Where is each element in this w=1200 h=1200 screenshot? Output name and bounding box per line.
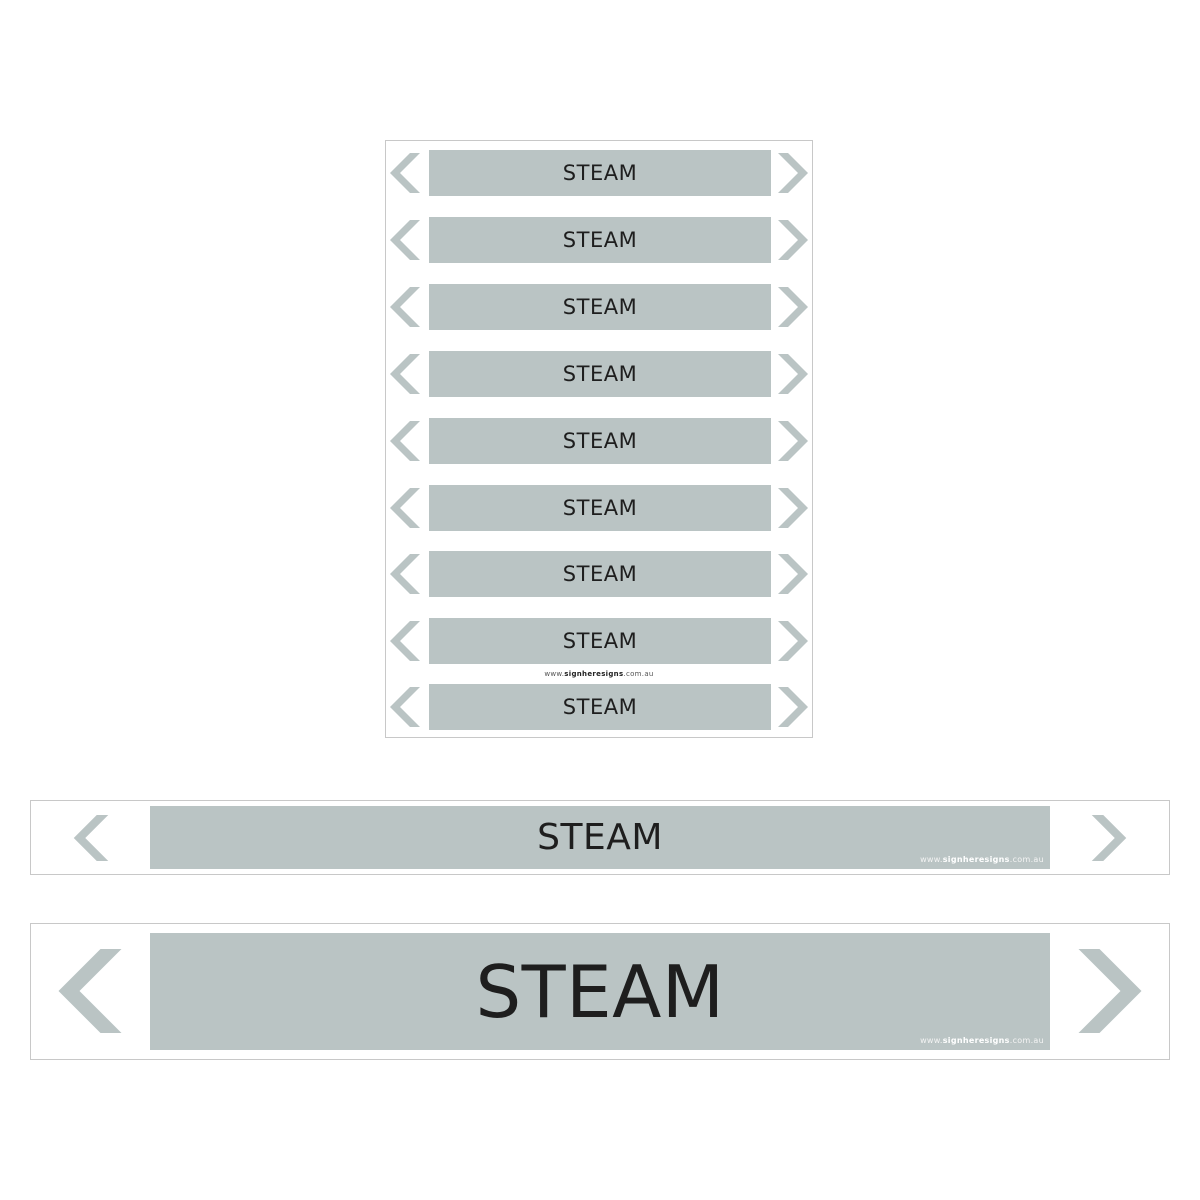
chevron-left-icon <box>390 354 420 394</box>
chevron-left-icon <box>390 621 420 661</box>
sheet-label-row: STEAM <box>386 217 812 263</box>
sheet-label-row: STEAM <box>386 284 812 330</box>
chevron-left-icon <box>390 421 420 461</box>
chevron-right-icon <box>778 687 808 727</box>
label-text: STEAM <box>475 949 725 1034</box>
label-text: STEAM <box>429 150 771 196</box>
chevron-left-icon <box>390 220 420 260</box>
label-text: STEAM <box>429 351 771 397</box>
chevron-left-icon <box>390 488 420 528</box>
website-url: www.signheresigns.com.au <box>544 670 654 678</box>
label-bar: STEAM www.signheresigns.com.au <box>150 806 1050 869</box>
pipe-marker-large: STEAM www.signheresigns.com.au <box>30 923 1170 1060</box>
label-text: STEAM <box>429 485 771 531</box>
chevron-left-icon <box>71 815 111 861</box>
chevron-right-icon <box>778 153 808 193</box>
website-url: www.signheresigns.com.au <box>920 855 1044 864</box>
chevron-left-icon <box>390 687 420 727</box>
chevron-right-icon <box>778 554 808 594</box>
label-text: STEAM <box>429 618 771 664</box>
chevron-left-icon <box>55 949 125 1033</box>
chevron-left-icon <box>390 153 420 193</box>
sheet-label-row: STEAM <box>386 684 812 730</box>
chevron-right-icon <box>1075 949 1145 1033</box>
chevron-right-icon <box>1089 815 1129 861</box>
pipe-marker-medium: STEAM www.signheresigns.com.au <box>30 800 1170 875</box>
website-url: www.signheresigns.com.au <box>920 1036 1044 1045</box>
sheet-label-row: STEAM <box>386 351 812 397</box>
label-text: STEAM <box>429 217 771 263</box>
label-bar: STEAM www.signheresigns.com.au <box>150 933 1050 1050</box>
chevron-right-icon <box>778 287 808 327</box>
label-text: STEAM <box>429 684 771 730</box>
sheet-label-row: STEAM <box>386 551 812 597</box>
sheet-label-row: STEAM <box>386 618 812 664</box>
sheet-label-row: STEAM <box>386 418 812 464</box>
label-text: STEAM <box>429 418 771 464</box>
chevron-right-icon <box>778 621 808 661</box>
chevron-right-icon <box>778 421 808 461</box>
chevron-left-icon <box>390 554 420 594</box>
label-text: STEAM <box>429 284 771 330</box>
chevron-right-icon <box>778 220 808 260</box>
label-text: STEAM <box>429 551 771 597</box>
label-text: STEAM <box>537 817 663 858</box>
chevron-right-icon <box>778 354 808 394</box>
chevron-right-icon <box>778 488 808 528</box>
sheet-label-row: STEAM <box>386 485 812 531</box>
chevron-left-icon <box>390 287 420 327</box>
label-sheet: STEAM STEAM STEAM STEAM STEAM STEAM STEA… <box>385 140 813 738</box>
sheet-label-row: STEAM <box>386 150 812 196</box>
